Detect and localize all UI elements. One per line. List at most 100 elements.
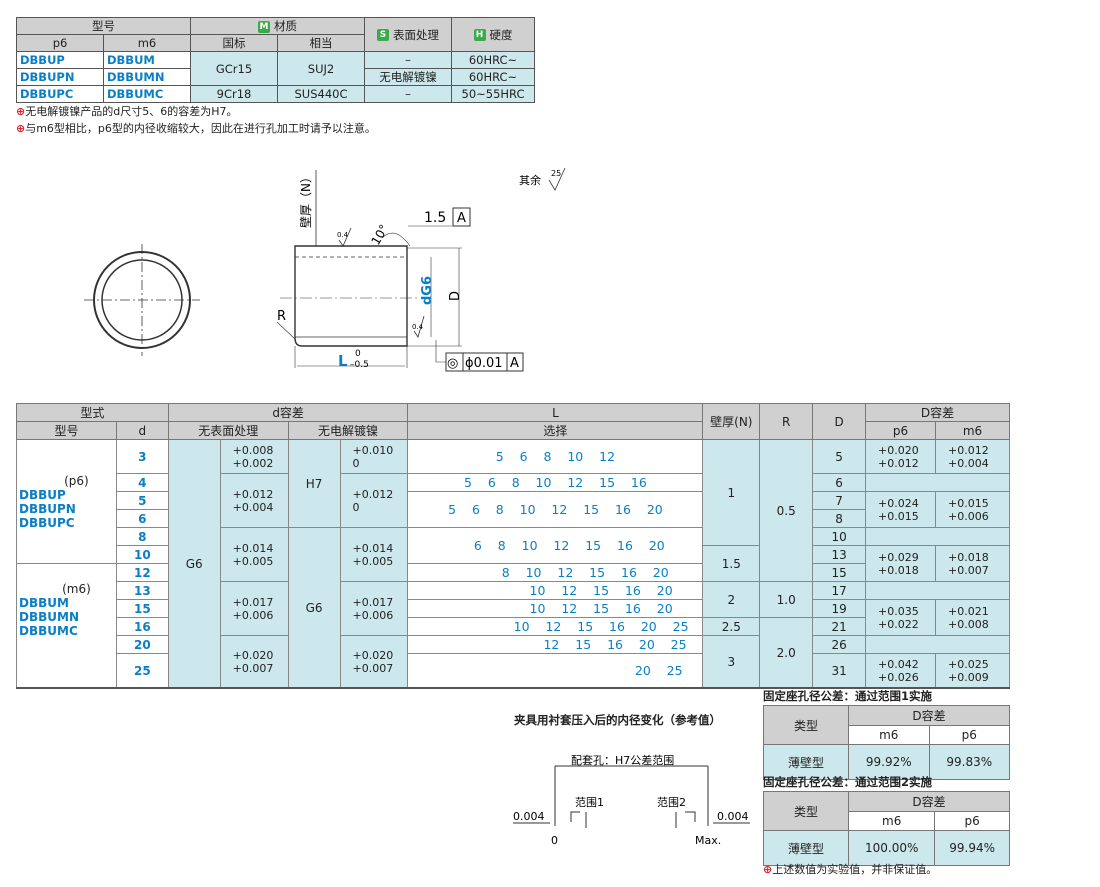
tol-upper: +0.029 xyxy=(878,550,919,564)
surface-badge-icon: S xyxy=(377,29,389,41)
h-type: 型式 xyxy=(16,403,169,422)
h-Dtol: D容差 xyxy=(865,403,1010,422)
model-p6: DBBUPN xyxy=(16,68,104,86)
sub-p6: p6 xyxy=(865,421,936,440)
bottom-note: ⊕上述数值为实验值，并非保证值。 xyxy=(763,861,937,877)
note-text: 无电解镀镍产品的d尺寸5、6的容差为H7。 xyxy=(25,105,238,118)
tol-upper: +0.042 xyxy=(878,657,919,671)
L-options: 10 12 15 16 20 xyxy=(407,599,704,618)
r2-m6: 100.00% xyxy=(847,830,936,866)
d-value: 12 xyxy=(115,563,169,582)
Dtol-p6: +0.020+0.012 xyxy=(865,439,936,474)
dimension-table: 型式 d容差 L 壁厚(N) R D D容差 型号 d 无表面处理 无电解镀镍 … xyxy=(16,403,1011,689)
material-gb: 9Cr18 xyxy=(190,85,278,103)
bushing-drawing: 壁厚（N） 10° 1.5 A dG6 D R L 0 –0.5 0.4 0.4… xyxy=(84,167,566,372)
roughness-rest: 其余 xyxy=(519,173,541,187)
model-m6: DBBUM xyxy=(103,51,191,69)
D-value: 10 xyxy=(812,527,867,546)
D-value: 13 xyxy=(812,545,867,564)
range-diagram: 配套孔：H7公差范围 范围1 范围2 0.004 0.004 0 Max. xyxy=(513,753,750,847)
hardness: 50~55HRC xyxy=(451,85,535,103)
note-text: 上述数值为实验值，并非保证值。 xyxy=(772,863,938,876)
runout-value: 1.5 xyxy=(424,210,446,226)
tol-lower: +0.009 xyxy=(947,670,989,684)
tol-lower: +0.008 xyxy=(947,617,989,631)
h-hardness-label: 硬度 xyxy=(489,27,513,42)
tol-upper: +0.024 xyxy=(878,496,919,510)
datum-boxes xyxy=(445,207,524,372)
Dtol-m6: +0.012+0.004 xyxy=(934,439,1011,474)
L-options: 5 6 8 10 12 15 16 20 xyxy=(407,491,704,528)
angle-label: 10° xyxy=(368,222,391,247)
rough-small: 0.4 xyxy=(337,231,349,239)
tol-lower: +0.004 xyxy=(232,500,274,514)
sub-p6: p6 xyxy=(16,34,104,52)
concentric-datum: A xyxy=(510,356,519,371)
D-value: 26 xyxy=(812,635,867,654)
side-view xyxy=(276,170,462,368)
hardness: 60HRC~ xyxy=(451,68,535,86)
h-dtol: d容差 xyxy=(167,403,409,422)
g6-nickel: G6 xyxy=(287,527,341,688)
tol-upper: +0.020 xyxy=(232,648,274,662)
D-value: 21 xyxy=(812,617,867,636)
code-p6: DBBUP xyxy=(19,488,66,502)
tol-lower: +0.012 xyxy=(878,456,919,470)
r2-p6: 99.94% xyxy=(934,830,1010,866)
tol-upper: +0.025 xyxy=(947,657,989,671)
D-value: 17 xyxy=(812,581,867,600)
tol-upper: +0.012 xyxy=(947,443,989,457)
tol-lower: +0.026 xyxy=(878,670,919,684)
tol-lower: +0.018 xyxy=(878,563,919,577)
Dtol-m6: +0.025+0.009 xyxy=(934,653,1011,688)
caption-range2: 固定座孔径公差：通过范围2实施 xyxy=(763,775,932,789)
surface: 无电解镀镍 xyxy=(364,68,452,86)
tol-upper: +0.012 xyxy=(232,487,274,501)
code-p6: DBBUPN xyxy=(19,502,76,516)
h-type: 类型 xyxy=(763,791,849,831)
code-p6: DBBUPC xyxy=(19,516,75,530)
dg6-label: dG6 xyxy=(420,276,435,305)
thin-type: 薄壁型 xyxy=(763,744,849,780)
rough-small: 0.4 xyxy=(412,323,424,331)
Dtol-empty xyxy=(865,527,1010,546)
Dtol-m6: +0.015+0.006 xyxy=(934,491,1011,528)
Dtol-empty xyxy=(865,635,1010,654)
d-value: 5 xyxy=(115,491,169,510)
wall-label: 壁厚（N） xyxy=(298,171,313,228)
d-value: 10 xyxy=(115,545,169,564)
wall-value: 3 xyxy=(702,635,761,688)
hardness: 60HRC~ xyxy=(451,51,535,69)
L-options: 20 25 xyxy=(407,653,704,688)
d-value: 6 xyxy=(115,509,169,528)
h-surface-label: 表面处理 xyxy=(393,27,439,42)
range1-label: 范围1 xyxy=(575,795,604,809)
tol-lower: +0.022 xyxy=(878,617,919,631)
tol-lower: +0.002 xyxy=(232,456,274,470)
fit-label: 配套孔：H7公差范围 xyxy=(571,753,674,767)
L-label: L xyxy=(338,352,348,370)
tol-nickel: +0.017+0.006 xyxy=(339,581,409,636)
r1-m6: 99.92% xyxy=(848,744,930,780)
model-m6: DBBUMC xyxy=(103,85,191,103)
material-equiv: SUJ2 xyxy=(277,51,365,86)
front-view xyxy=(84,244,200,356)
warning-icon: ⊕ xyxy=(16,105,26,118)
sub-select: 选择 xyxy=(407,421,704,440)
h-L: L xyxy=(407,403,704,422)
range2-label: 范围2 xyxy=(657,795,686,809)
warning-icon: ⊕ xyxy=(763,863,773,876)
h-dtol: D容差 xyxy=(848,791,1010,812)
R-label: R xyxy=(277,309,286,324)
tol-upper: +0.008 xyxy=(232,443,274,457)
tol-lower: 0 xyxy=(352,500,360,514)
code-m6: DBBUMC xyxy=(19,624,78,638)
d-value: 13 xyxy=(115,581,169,600)
roughness-symbol-icon xyxy=(338,227,352,247)
wall-value: 1 xyxy=(702,439,761,546)
D-value: 6 xyxy=(812,473,867,492)
h-wall: 壁厚(N) xyxy=(702,403,761,440)
material-badge-icon: M xyxy=(258,20,270,33)
L-options: 5 6 8 10 12 xyxy=(407,439,704,474)
